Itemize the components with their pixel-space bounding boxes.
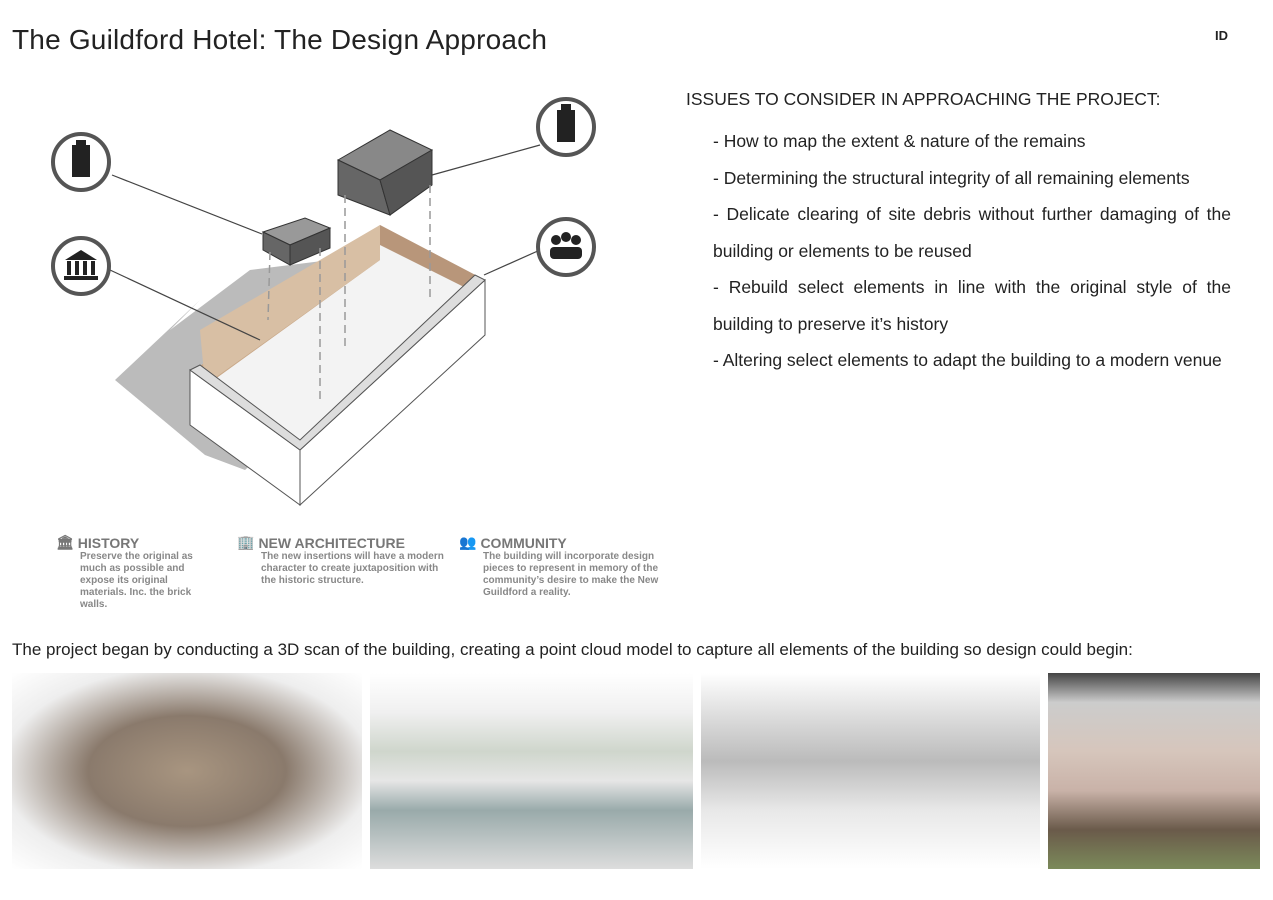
legend-community: 👥COMMUNITY The building will incorporate… bbox=[459, 534, 659, 598]
point-cloud-image-facade bbox=[370, 673, 693, 869]
people-group-icon: 👥 bbox=[459, 534, 477, 550]
issue-item: - Determining the structural integrity o… bbox=[713, 167, 1190, 188]
page-title: The Guildford Hotel: The Design Approach bbox=[12, 24, 548, 55]
scan-caption: The project began by conducting a 3D sca… bbox=[12, 640, 1133, 659]
skyscraper-icon: 🏢 bbox=[237, 534, 255, 550]
issue-item: - How to map the extent & nature of the … bbox=[713, 131, 1086, 151]
issue-item: - Rebuild select elements in line with t… bbox=[713, 277, 1231, 334]
logo-badge: ID bbox=[1215, 28, 1228, 43]
point-cloud-image-interior bbox=[1048, 673, 1260, 869]
issues-list: ISSUES TO CONSIDER IN APPROACHING THE PR… bbox=[686, 89, 1231, 379]
legend-history: 🏛HISTORY Preserve the original as much a… bbox=[56, 534, 193, 610]
issues-heading: ISSUES TO CONSIDER IN APPROACHING THE PR… bbox=[686, 89, 1161, 109]
issue-item: - Altering select elements to adapt the … bbox=[713, 350, 1222, 370]
axonometric-building-diagram bbox=[51, 97, 596, 507]
legend-new-architecture: 🏢NEW ARCHITECTURE The new insertions wil… bbox=[237, 534, 444, 586]
building-columns-icon: 🏛 bbox=[56, 534, 74, 550]
issue-item: - Delicate clearing of site debris witho… bbox=[713, 204, 1231, 261]
point-cloud-image-roof bbox=[701, 673, 1040, 869]
point-cloud-image-aerial bbox=[12, 673, 362, 869]
